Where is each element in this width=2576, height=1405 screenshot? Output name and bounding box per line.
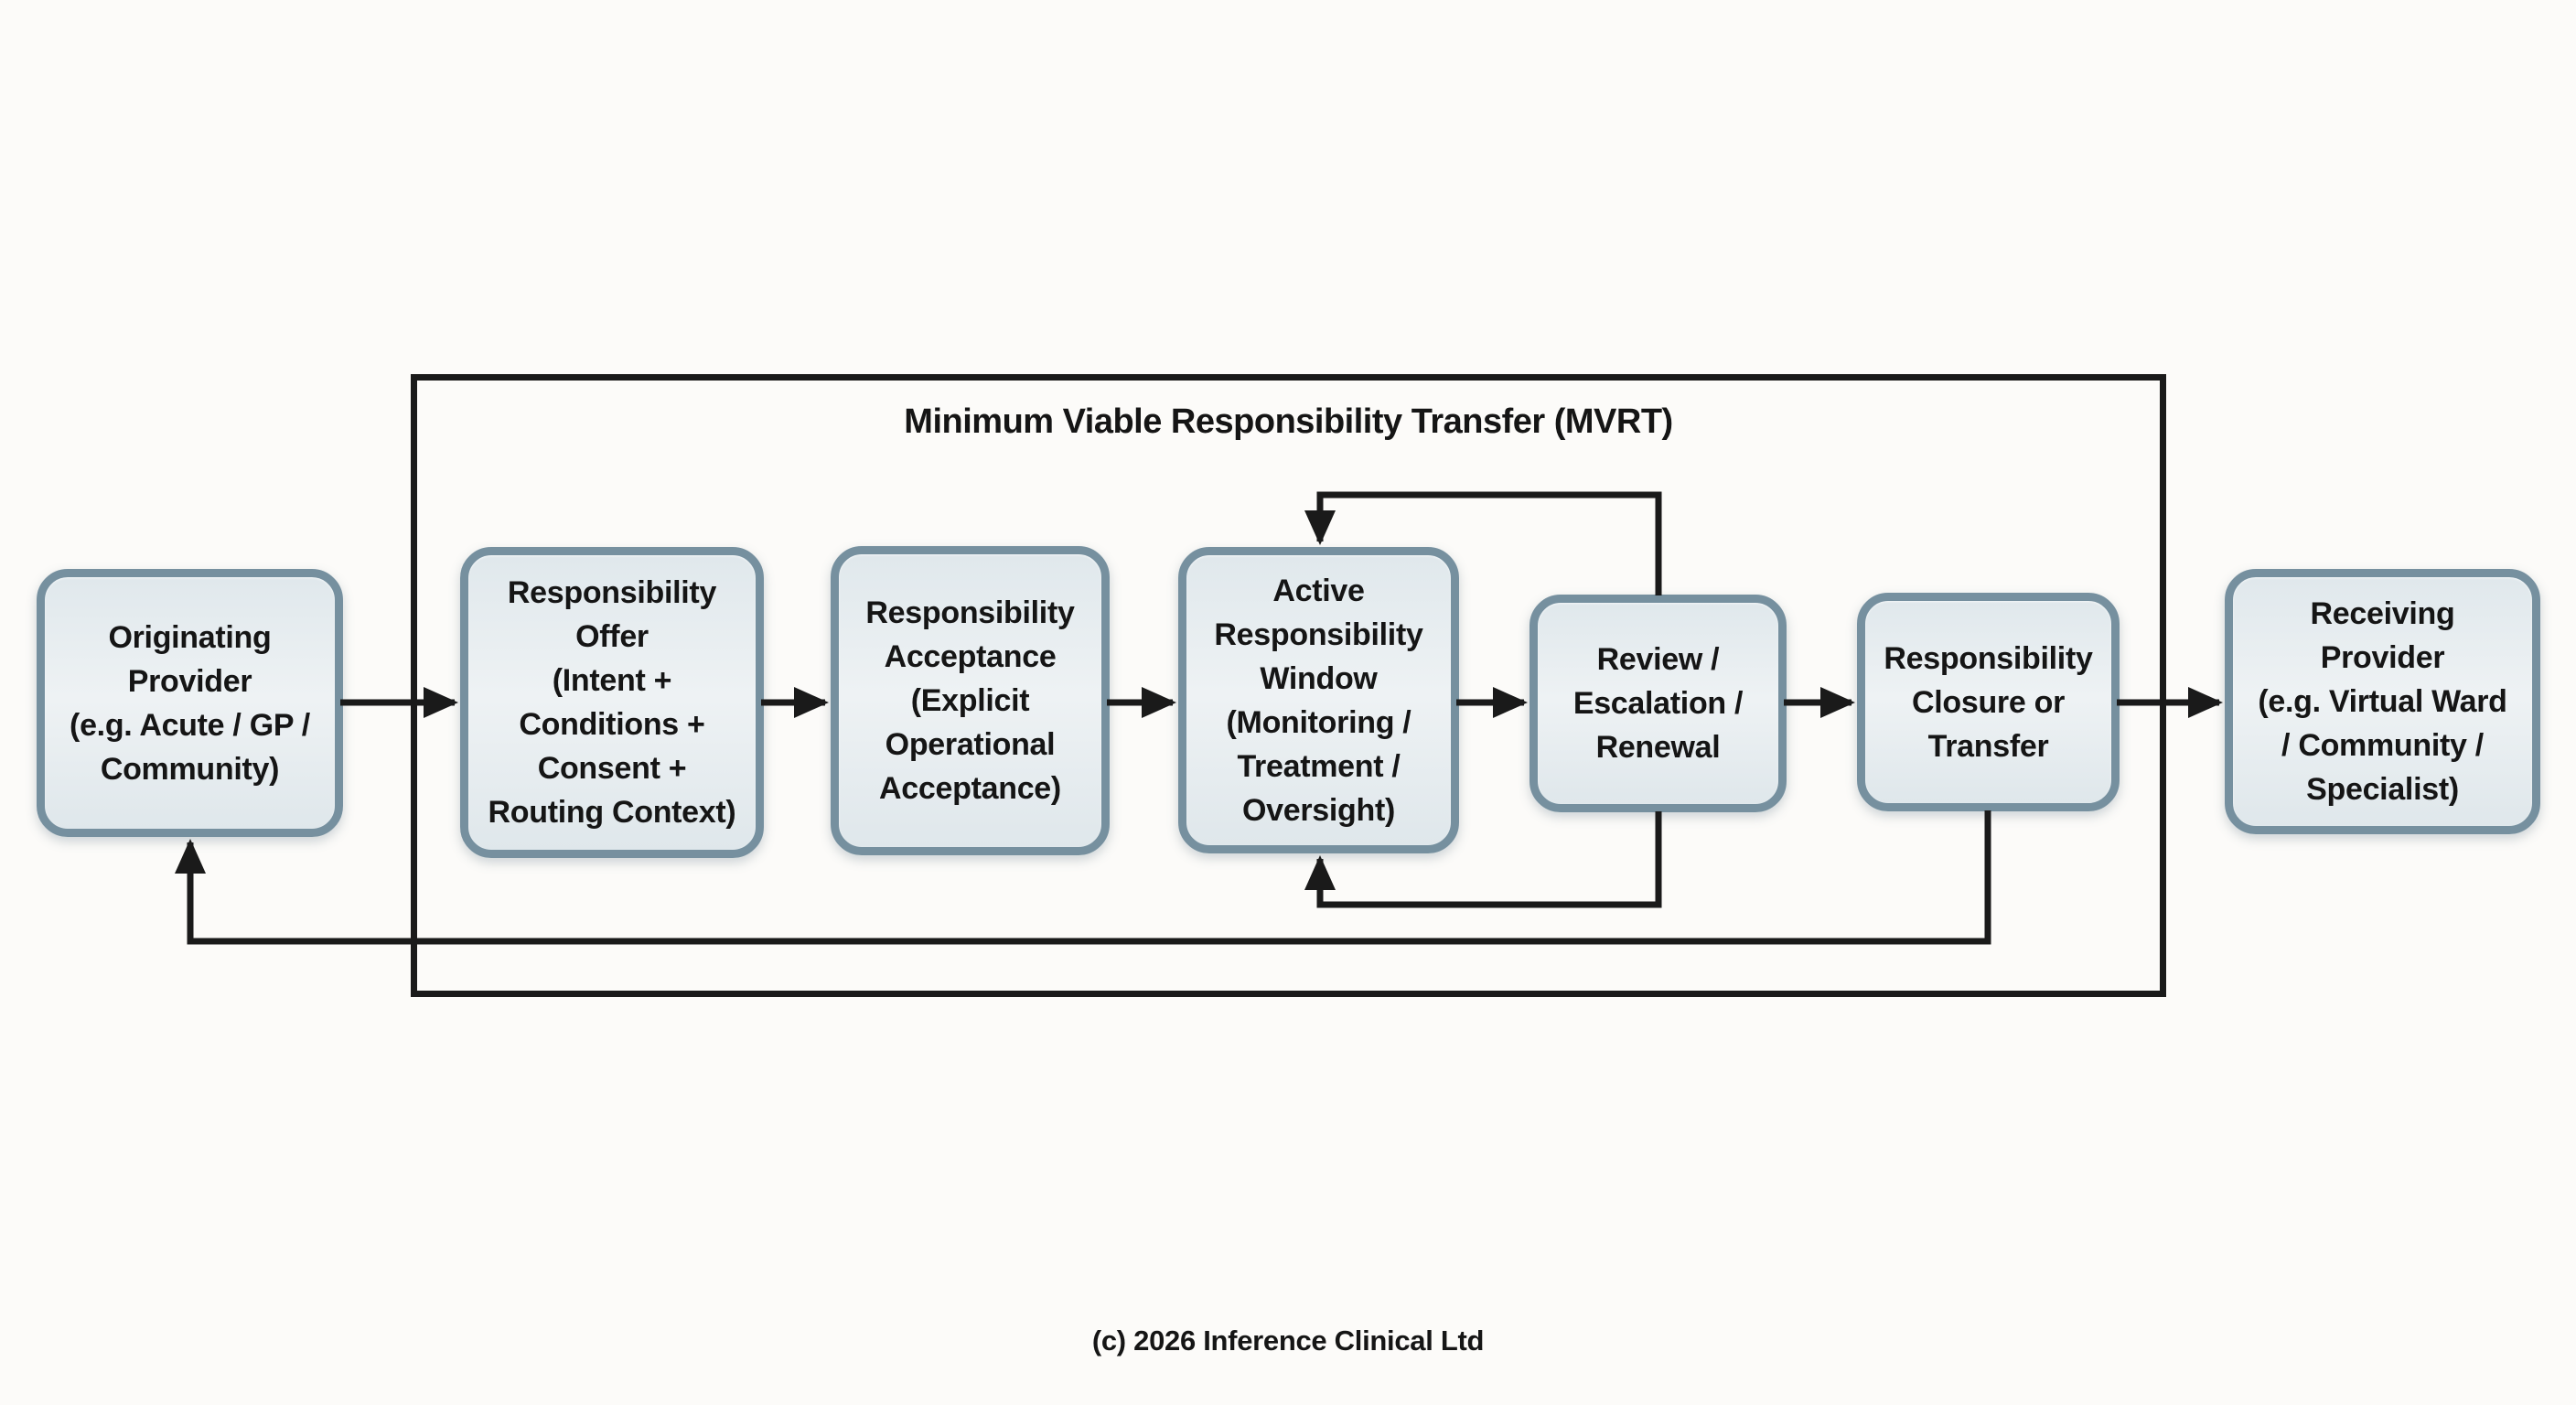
node-responsibility-acceptance-label: Responsibility Acceptance (Explicit Oper…	[865, 595, 1075, 806]
node-responsibility-closure: Responsibility Closure or Transfer	[1857, 593, 2120, 811]
mvrt-title: Minimum Viable Responsibility Transfer (…	[904, 402, 1673, 441]
node-responsibility-closure-label: Responsibility Closure or Transfer	[1884, 640, 2093, 764]
node-responsibility-offer-label: Responsibility Offer (Intent + Condition…	[488, 575, 736, 830]
node-review-escalation-renewal-label: Review / Escalation / Renewal	[1572, 642, 1744, 765]
node-originating-provider: Originating Provider (e.g. Acute / GP / …	[37, 569, 343, 837]
node-receiving-provider: Receiving Provider (e.g. Virtual Ward / …	[2225, 569, 2540, 834]
copyright-caption: (c) 2026 Inference Clinical Ltd	[1091, 1325, 1485, 1357]
node-active-responsibility-window: Active Responsibility Window (Monitoring…	[1178, 547, 1459, 853]
node-responsibility-acceptance: Responsibility Acceptance (Explicit Oper…	[831, 546, 1110, 855]
mvrt-container: Minimum Viable Responsibility Transfer (…	[411, 374, 2166, 997]
node-originating-provider-label: Originating Provider (e.g. Acute / GP / …	[70, 619, 310, 787]
node-review-escalation-renewal: Review / Escalation / Renewal	[1530, 595, 1787, 812]
node-responsibility-offer: Responsibility Offer (Intent + Condition…	[460, 547, 764, 858]
node-active-responsibility-window-label: Active Responsibility Window (Monitoring…	[1214, 573, 1423, 828]
node-receiving-provider-label: Receiving Provider (e.g. Virtual Ward / …	[2258, 596, 2507, 807]
